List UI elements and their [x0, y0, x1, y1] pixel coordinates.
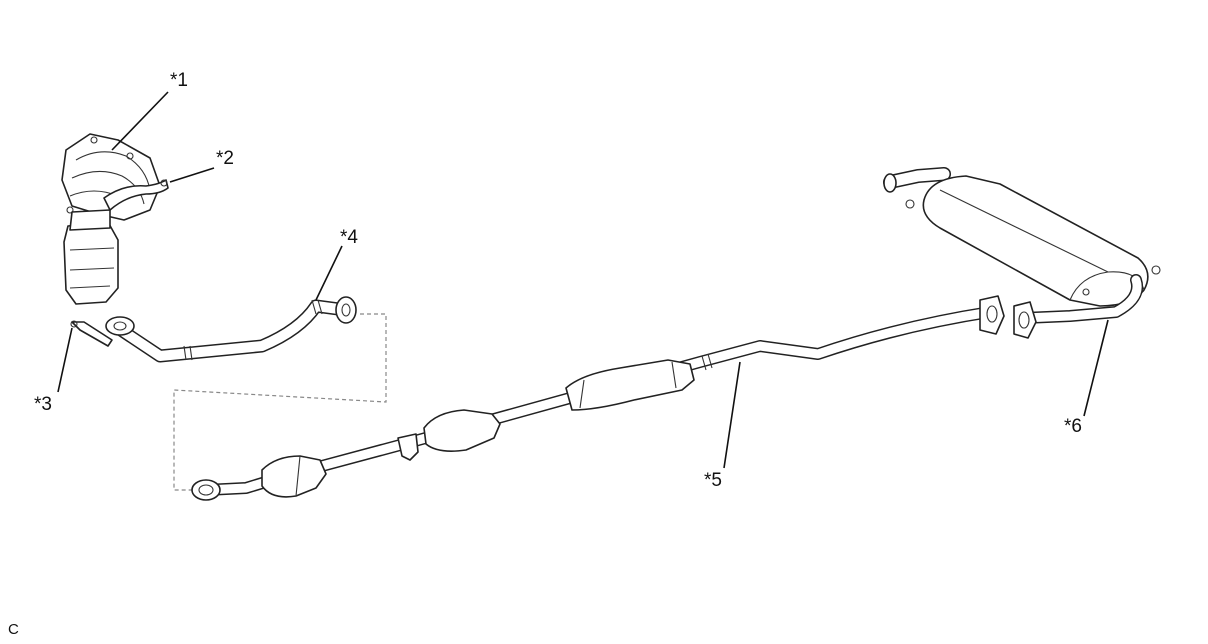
center-exhaust-pipe — [191, 295, 1005, 501]
callout-6: *6 — [1064, 416, 1082, 437]
callout-2: *2 — [216, 148, 234, 169]
callout-4: *4 — [340, 227, 358, 248]
leader-line-5 — [723, 361, 741, 469]
callout-1: *1 — [170, 70, 188, 91]
leader-line-3 — [57, 327, 73, 393]
leader-line-1 — [111, 91, 169, 151]
dashed-connection-guide — [173, 313, 387, 491]
leader-line-6 — [1083, 319, 1109, 417]
leader-line-4 — [315, 245, 343, 301]
front-exhaust-pipe — [105, 296, 357, 363]
corner-mark: C — [8, 621, 19, 638]
tail-pipe-muffler — [883, 167, 1161, 339]
callout-3: *3 — [34, 394, 52, 415]
callout-5: *5 — [704, 470, 722, 491]
exhaust-manifold — [61, 133, 161, 305]
front-pipe-gasket — [70, 320, 113, 347]
manifold-gasket — [103, 179, 169, 211]
leader-line-2 — [169, 167, 215, 183]
